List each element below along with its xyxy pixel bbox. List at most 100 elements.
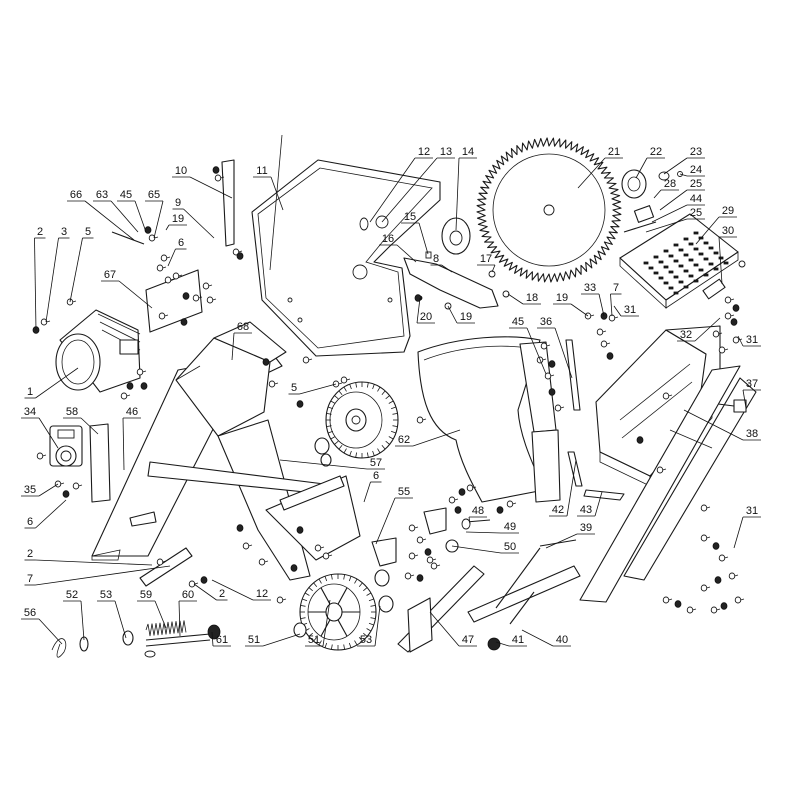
- callout-leader: [526, 327, 547, 375]
- callout-leader: [733, 516, 744, 549]
- callout-49: 49: [465, 521, 519, 534]
- callout-leader: [154, 600, 167, 629]
- callout-label: 65: [148, 189, 160, 201]
- callout-leader: [507, 293, 524, 305]
- callout-29: 29: [695, 205, 737, 245]
- callout-15: 15: [401, 211, 429, 255]
- callout-67: 67: [101, 269, 153, 309]
- callout-48: 48: [468, 505, 487, 525]
- callout-label: 42: [552, 504, 564, 516]
- callout-59: 59: [137, 589, 167, 629]
- callout-52: 52: [63, 589, 85, 641]
- callout-leader: [231, 332, 235, 361]
- callout-leader: [396, 244, 417, 263]
- clamp-part-28: [633, 205, 655, 223]
- callout-42: 42: [549, 459, 577, 517]
- callout-leader: [122, 417, 125, 471]
- callout-38: 38: [683, 409, 761, 441]
- callout-7: 7: [610, 282, 622, 317]
- callout-leader: [211, 631, 214, 647]
- callout-leader: [38, 618, 63, 645]
- callout-leader: [491, 264, 496, 273]
- callout-label: 45: [120, 189, 132, 201]
- callout-label: 24: [690, 164, 702, 176]
- callout-label: 16: [382, 233, 394, 245]
- callout-label: 34: [24, 406, 36, 418]
- riving-knife-part: [403, 257, 499, 309]
- callout-36: 36: [537, 316, 573, 379]
- callout-label: 58: [66, 406, 78, 418]
- callout-5: 5: [69, 226, 94, 303]
- callout-label: 1: [27, 386, 33, 398]
- callout-label: 40: [556, 634, 568, 646]
- strip-part-43: [583, 489, 625, 501]
- bolt-part-18: [502, 290, 510, 298]
- callout-20: 20: [416, 297, 435, 324]
- callout-leader: [211, 579, 254, 601]
- callout-leader: [429, 611, 460, 647]
- lever-part-47: [397, 565, 485, 653]
- callout-12: 12: [211, 579, 271, 601]
- callout-62: 62: [395, 429, 461, 447]
- plate-part-7: [139, 547, 193, 587]
- callout-6: 6: [167, 237, 187, 267]
- callout-6: 6: [24, 499, 67, 529]
- callout-label: 35: [24, 484, 36, 496]
- callout-label: 62: [398, 434, 410, 446]
- callout-leader: [189, 176, 233, 199]
- callout-leader: [694, 317, 721, 342]
- callout-leader: [34, 237, 37, 331]
- callout-label: 31: [746, 505, 758, 517]
- bar-part-40: [467, 547, 581, 625]
- arm-part-10: [221, 159, 235, 247]
- callout-label: 32: [680, 329, 692, 341]
- callout-label: 17: [480, 253, 492, 265]
- callout-leader: [38, 417, 59, 449]
- callout-43: 43: [577, 491, 603, 517]
- callout-leader: [279, 459, 368, 470]
- callout-label: 29: [722, 205, 734, 217]
- callout-leader: [69, 237, 83, 303]
- callout-label: 6: [178, 237, 184, 249]
- ring-part-12: [359, 217, 369, 231]
- callout-leader: [545, 533, 578, 549]
- callout-label: 30: [722, 225, 734, 237]
- callout-11: 11: [253, 165, 284, 211]
- callout-label: 68: [237, 321, 249, 333]
- callout-label: 25: [690, 207, 702, 219]
- callout-28: 28: [653, 178, 679, 199]
- callout-leader: [165, 224, 170, 231]
- callout-leader: [695, 216, 720, 245]
- callout-label: 7: [613, 282, 619, 294]
- callout-3: 3: [45, 226, 70, 323]
- callout-leader: [35, 367, 79, 399]
- callout-label: 49: [504, 521, 516, 533]
- callout-leader: [153, 200, 164, 239]
- callout-6: 6: [363, 470, 382, 503]
- callout-51: 51: [305, 599, 331, 647]
- callout-label: 13: [440, 146, 452, 158]
- callout-leader: [451, 545, 502, 554]
- callout-label: 14: [462, 146, 474, 158]
- callout-24: 24: [679, 164, 705, 177]
- callout-19: 19: [447, 305, 475, 324]
- outer-flange-part: [621, 169, 683, 199]
- callout-leader: [651, 204, 688, 223]
- callout-7: 7: [24, 565, 171, 586]
- callout-leader: [80, 600, 85, 641]
- callout-leader: [554, 327, 573, 379]
- callout-label: 21: [608, 146, 620, 158]
- callout-leader: [468, 516, 471, 525]
- callout-leader: [645, 218, 688, 233]
- callout-60: 60: [178, 589, 197, 637]
- callout-46: 46: [122, 406, 141, 471]
- callout-12: 12: [369, 146, 433, 223]
- callout-leader: [679, 173, 688, 177]
- callout-label: 31: [624, 304, 636, 316]
- callout-65: 65: [145, 189, 164, 239]
- callout-leader: [613, 305, 622, 317]
- callout-leader: [35, 559, 153, 566]
- callout-leader: [441, 264, 453, 273]
- callout-label: 57: [370, 457, 382, 469]
- table-rails-part: [579, 365, 757, 603]
